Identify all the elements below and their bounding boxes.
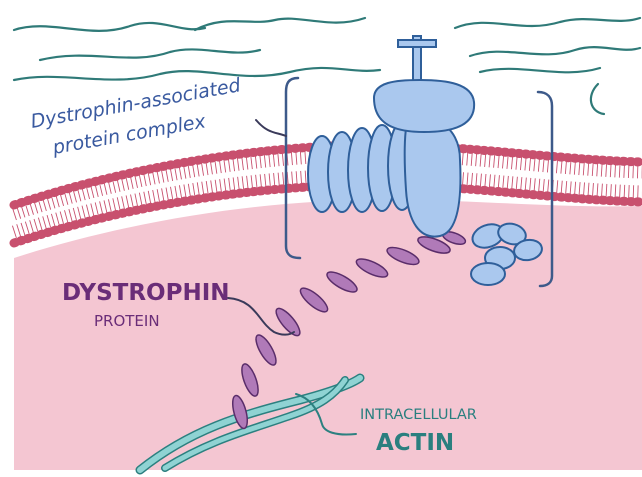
intracellular-actin-filaments [135,373,365,475]
actin-label-leader-line [295,393,357,436]
complex-bracket-left [284,76,302,260]
dystrophin-associated-protein-complex [307,35,543,286]
actin-label-line1: INTRACELLULAR [360,407,477,423]
dystrophin-label-leader-line [227,297,295,336]
extracellular-matrix-strands [12,16,642,116]
actin-label-line2: ACTIN [376,430,454,456]
cytoplasm [14,199,642,470]
complex-bracket-right [536,90,554,288]
complex-label-leader-line [255,119,287,137]
dystrophin-label-line2: PROTEIN [94,312,160,330]
dystrophin-label-line1: DYSTROPHIN [62,280,230,306]
